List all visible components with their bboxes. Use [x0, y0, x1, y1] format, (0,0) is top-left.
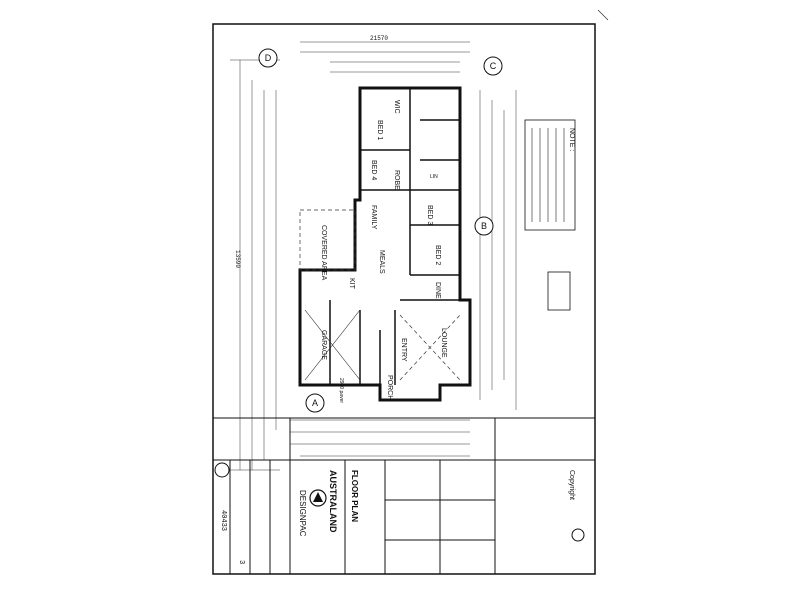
copyright-icon	[571, 528, 585, 542]
room-lin: LIN	[430, 174, 438, 180]
sheet-title: FLOOR PLAN	[350, 470, 359, 522]
top-dimension-string	[300, 41, 470, 73]
sheet-border	[212, 23, 596, 575]
note-box	[524, 119, 576, 231]
room-dine: DINE	[434, 282, 441, 299]
building-outline	[298, 86, 472, 402]
room-garage: GARAGE	[320, 330, 327, 360]
room-bed1: BED 1	[376, 120, 383, 140]
room-robe: ROBE	[393, 170, 400, 190]
svg-text:C: C	[490, 61, 497, 71]
sheet-number: 3	[237, 560, 245, 564]
svg-text:D: D	[265, 53, 272, 63]
overall-width: 21570	[370, 35, 388, 42]
right-annotation-lines	[479, 90, 517, 410]
bottom-dimension-string	[290, 419, 470, 457]
room-bed3: BED 3	[426, 205, 433, 225]
grid-marker-d: D	[258, 48, 278, 68]
covered-area-outline	[299, 209, 356, 271]
overall-depth: 13590	[234, 250, 241, 268]
title-block	[212, 417, 596, 575]
room-family: FAMILY	[370, 205, 377, 230]
room-bed4: BED 4	[370, 160, 377, 180]
room-meals: MEALS	[378, 250, 385, 274]
brand-text: AUSTRALAND	[328, 470, 338, 533]
legend-box	[547, 271, 571, 311]
garage-roof-lines	[304, 309, 461, 381]
svg-text:B: B	[481, 221, 487, 231]
copyright-text: Copyright	[568, 470, 575, 500]
australand-logo	[309, 489, 327, 507]
grid-marker-b: B	[474, 216, 494, 236]
svg-text:A: A	[312, 398, 318, 408]
seal-stamp	[214, 462, 230, 478]
note-text-lines	[531, 128, 565, 222]
room-wic: WIC	[393, 100, 400, 114]
job-number: 40433	[219, 510, 227, 531]
note-heading: NOTE :	[568, 128, 575, 151]
designer-text: DESIGNPAC	[298, 490, 307, 537]
left-dimension-string	[230, 59, 280, 471]
grid-marker-c: C	[483, 56, 503, 76]
room-bed2: BED 2	[434, 245, 441, 265]
scan-mark	[597, 9, 609, 21]
room-lounge: LOUNGE	[440, 328, 447, 358]
room-porch: PORCH	[386, 375, 393, 400]
driveway-note: 2940 paver	[338, 378, 344, 403]
room-covered-area: COVERED AREA	[320, 225, 327, 281]
room-entry: ENTRY	[400, 338, 407, 362]
room-kit: KIT	[348, 278, 355, 290]
grid-marker-a: A	[305, 393, 325, 413]
